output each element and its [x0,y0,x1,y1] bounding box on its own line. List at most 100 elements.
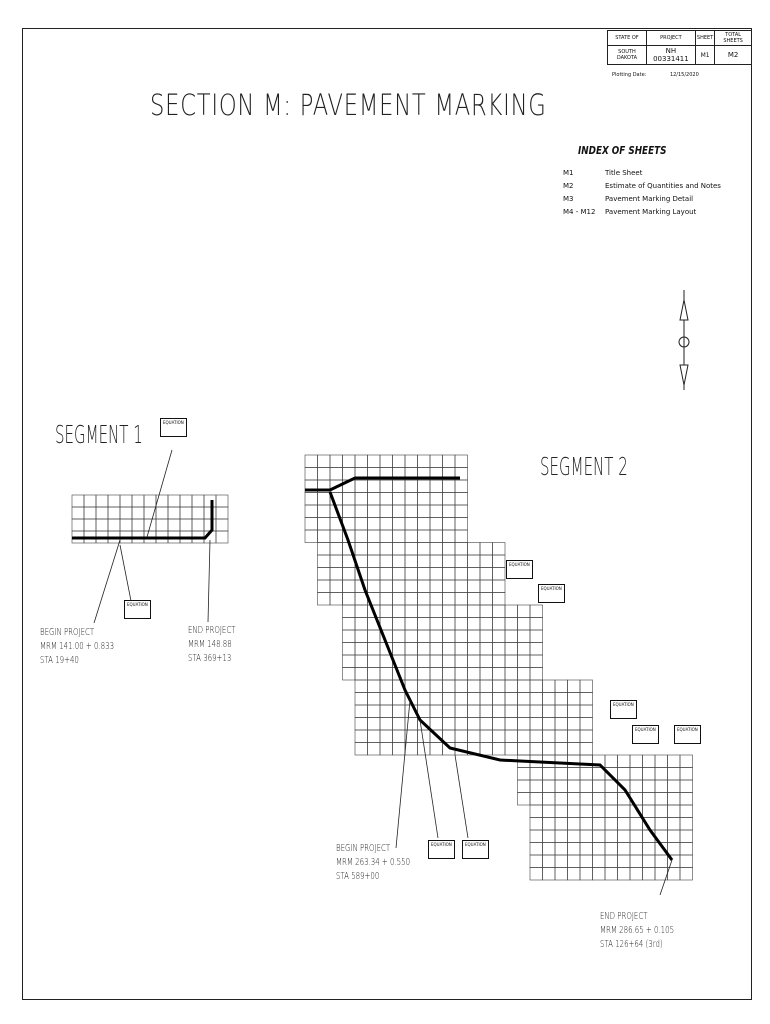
section-cell [304,454,318,468]
section-cell [504,642,518,656]
section-cell [379,729,393,743]
section-cell [554,817,568,831]
section-cell [417,692,431,706]
section-cell [467,604,481,618]
section-cell [442,517,456,531]
section-cell [215,518,229,532]
section-cell [167,506,181,520]
section-cell [554,692,568,706]
equation-label: EQUATION [509,562,530,567]
section-cell [191,494,205,508]
section-cell [392,492,406,506]
section-cell [479,667,493,681]
section-cell [567,867,581,881]
section-cell [554,792,568,806]
section-cell [354,642,368,656]
section-cell [492,679,506,693]
section-cell [191,518,205,532]
section-cell [554,767,568,781]
section-cell [529,604,543,618]
section-cell [354,529,368,543]
section-cell [579,717,593,731]
section-cell [429,529,443,543]
section-cell [579,817,593,831]
section-cell [317,467,331,481]
section-cell [379,529,393,543]
section-cell [442,654,456,668]
index-code: M4 - M12 [563,208,596,216]
index-code: M1 [563,169,574,177]
section-cell [71,518,85,532]
section-cell [592,804,606,818]
segment1-equation-box: EQUATION [124,600,151,619]
section-cell [529,867,543,881]
segment2-route [305,476,674,861]
section-cell [379,492,393,506]
segment2-equation-box: EQUATION [428,840,455,859]
section-cell [367,542,381,556]
leader-lines [93,449,673,896]
section-cell [429,742,443,756]
equation-label: EQUATION [677,727,698,732]
section-cell [107,494,121,508]
section-cell [417,592,431,606]
section-cell [579,842,593,856]
section-cell [442,704,456,718]
section-cell [83,494,97,508]
section-cell [442,667,456,681]
section-cell [392,604,406,618]
section-cell [417,492,431,506]
section-cell [379,454,393,468]
section-cell [329,554,343,568]
section-cell [379,567,393,581]
section-cell [604,867,618,881]
section-cell [479,679,493,693]
section-cell [404,667,418,681]
section-cell [467,679,481,693]
section-cell [354,654,368,668]
section-cell [567,829,581,843]
section-cell [617,804,631,818]
section-cell [131,518,145,532]
section-cell [554,867,568,881]
section-cell [467,592,481,606]
section-cell [479,692,493,706]
section-cell [454,654,468,668]
section-cell [392,567,406,581]
section-cell [517,667,531,681]
section-cell [454,592,468,606]
section-cell [654,854,668,868]
section-cell [429,479,443,493]
section-cell [517,779,531,793]
section-cell [567,817,581,831]
section-cell [354,742,368,756]
section-cell [529,804,543,818]
section-cell [554,804,568,818]
begin-mrm: MRM 263.34 + 0.550 [336,857,411,868]
section-cell [392,717,406,731]
section-cell [392,479,406,493]
section-cell [467,717,481,731]
section-cell [542,767,556,781]
section-cell [667,804,681,818]
segment2-equation-box: EQUATION [610,700,637,719]
section-cell [454,504,468,518]
section-cell [454,454,468,468]
section-cell [642,779,656,793]
section-cell [479,729,493,743]
section-cell [215,530,229,544]
section-cell [529,742,543,756]
end-label: END PROJECT [600,911,648,922]
section-cell [504,679,518,693]
section-cell [467,567,481,581]
section-cell [667,829,681,843]
section-cell [479,704,493,718]
section-cell [342,604,356,618]
section-cell [379,742,393,756]
section-cell [317,579,331,593]
section-cell [442,554,456,568]
section-cell [617,754,631,768]
section-cell [317,529,331,543]
